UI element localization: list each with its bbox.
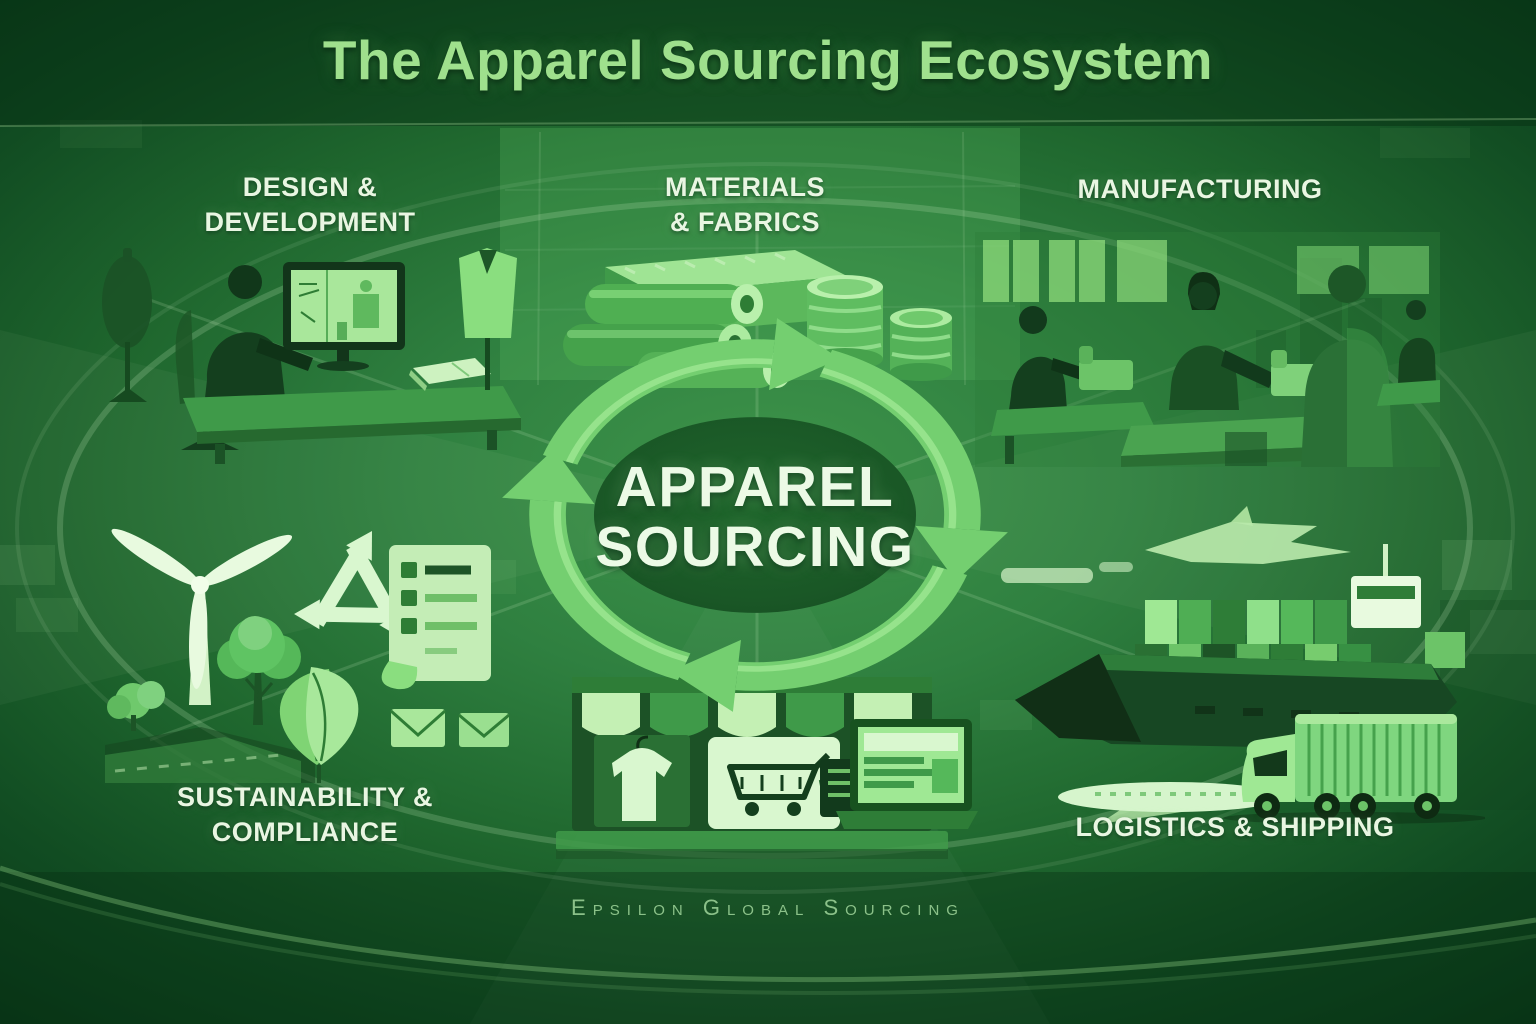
section-label-sustainability: SUSTAINABILITY & COMPLIANCE — [176, 782, 433, 848]
section-label-logistics: LOGISTICS & SHIPPING — [1075, 812, 1395, 842]
design-illustration — [102, 248, 521, 464]
textile-stack-icon — [890, 308, 952, 381]
sewing-machine-icon — [1079, 346, 1133, 390]
brand-footer: Epsilon Global Sourcing — [571, 895, 965, 920]
designer-person — [205, 265, 313, 398]
cargo-jet-icon — [1145, 506, 1351, 564]
cycle-arrow — [819, 349, 1008, 582]
ship-containers — [1135, 600, 1371, 670]
cycle-arrow — [542, 318, 840, 465]
tree-icon — [217, 616, 301, 725]
garment-sample-icon — [459, 248, 517, 390]
mosaic-blocks — [0, 120, 1536, 730]
section-label-manufacturing: MANUFACTURING — [1077, 174, 1323, 204]
center-cycle-label: APPAREL SOURCING — [595, 455, 915, 579]
ship-bridge — [1351, 544, 1465, 668]
top-divider-line — [0, 118, 1536, 127]
worker-silhouette — [1301, 265, 1393, 467]
envelope-icon — [458, 713, 510, 747]
laptop-icon — [820, 719, 978, 829]
cycle-arrow — [502, 448, 691, 681]
light-wedge-left — [0, 330, 757, 705]
logistics-illustration — [1001, 506, 1485, 824]
computer-monitor-icon — [283, 262, 405, 371]
retail-illustration — [556, 677, 978, 859]
factory-windows — [983, 240, 1429, 302]
fabric-roll-icon — [585, 284, 763, 324]
bottom-band — [0, 872, 1536, 1024]
page-title: The Apparel Sourcing Ecosystem — [322, 29, 1214, 91]
tshirt-display-icon — [594, 735, 690, 827]
worker-silhouette — [1169, 272, 1275, 410]
cycle-arrows-icon — [502, 318, 1008, 712]
wind-turbine-icon — [111, 528, 293, 705]
cycle-center-disc — [593, 417, 917, 613]
orbit-curve-outer-2 — [15, 162, 1515, 894]
work-table — [1121, 416, 1335, 467]
manufacturing-illustration — [975, 232, 1440, 467]
section-label-materials: MATERIALS & FABRICS — [665, 172, 825, 238]
ground-road — [105, 727, 315, 783]
envelope-icon — [390, 709, 446, 747]
section-label-design: DESIGN & DEVELOPMENT — [204, 172, 416, 238]
bush-icon — [107, 681, 165, 731]
worker-silhouette — [1377, 300, 1440, 406]
top-band — [0, 0, 1536, 126]
cloud-icon — [1001, 562, 1133, 583]
container-truck-icon — [1223, 714, 1485, 824]
desk — [183, 386, 521, 464]
dress-form-icon — [102, 248, 152, 402]
compliance-checklist-icon — [381, 545, 491, 690]
cycle-arrow — [670, 565, 968, 712]
bottom-swoosh — [0, 865, 1536, 983]
leaves-icon — [279, 667, 359, 783]
bottom-swoosh-2 — [0, 882, 1536, 995]
sustainability-illustration — [105, 528, 510, 783]
sketchbook-icon — [409, 358, 491, 391]
recycle-icon — [294, 531, 406, 640]
counter — [556, 831, 948, 859]
